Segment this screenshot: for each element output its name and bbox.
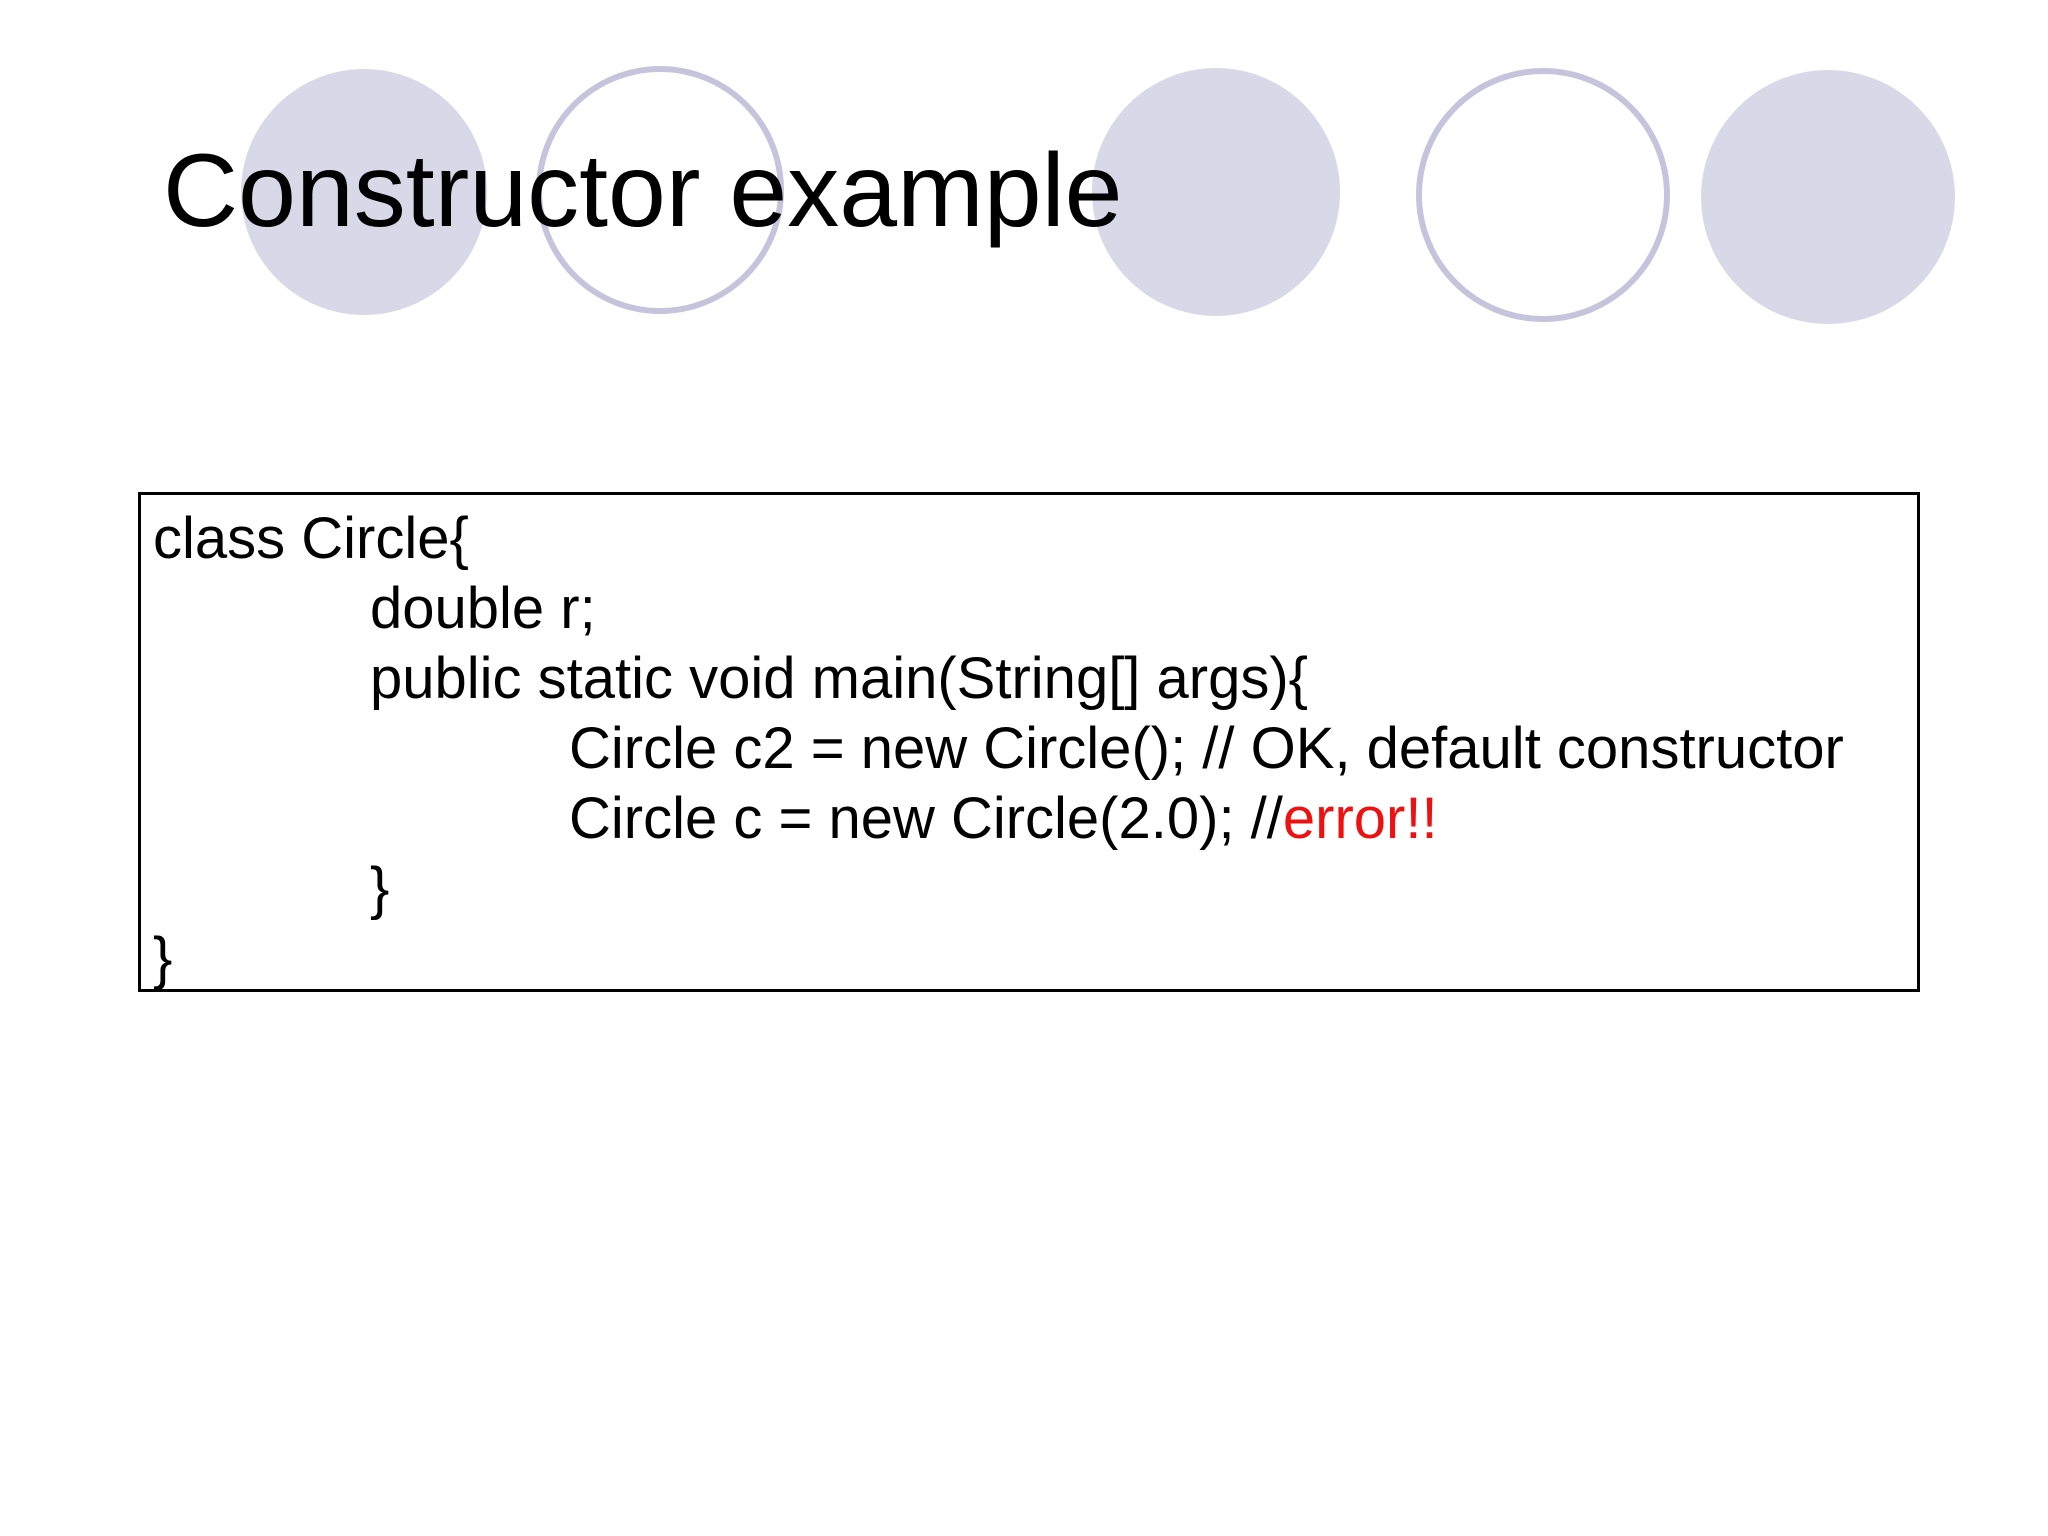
code-box: class Circle{double r;public static void… <box>138 492 1920 992</box>
decor-circle-filled <box>1092 68 1340 316</box>
code-line: class Circle{ <box>153 504 1917 574</box>
decor-circle-outlined <box>1416 68 1670 322</box>
decor-circle-filled <box>241 69 487 315</box>
code-error-text: error!! <box>1282 786 1438 851</box>
decor-circle-outlined <box>536 66 784 314</box>
decor-circle-filled <box>1701 70 1955 324</box>
slide-title: Constructor example <box>163 133 1123 249</box>
code-line: Circle c = new Circle(2.0); //error!! <box>569 784 1917 854</box>
code-line: } <box>153 924 1917 994</box>
code-line: } <box>370 854 1917 924</box>
code-text: } <box>153 926 173 991</box>
code-line: double r; <box>370 574 1917 644</box>
code-line: public static void main(String[] args){ <box>370 644 1917 714</box>
code-text: Circle c = new Circle(2.0); // <box>569 786 1283 851</box>
code-text: public static void main(String[] args){ <box>370 646 1309 711</box>
code-line: Circle c2 = new Circle(); // OK, default… <box>569 714 1917 784</box>
code-text: } <box>370 856 390 921</box>
code-text: double r; <box>370 576 596 641</box>
code-text: class Circle{ <box>153 506 469 571</box>
code-text: Circle c2 = new Circle(); // OK, default… <box>569 716 1844 781</box>
